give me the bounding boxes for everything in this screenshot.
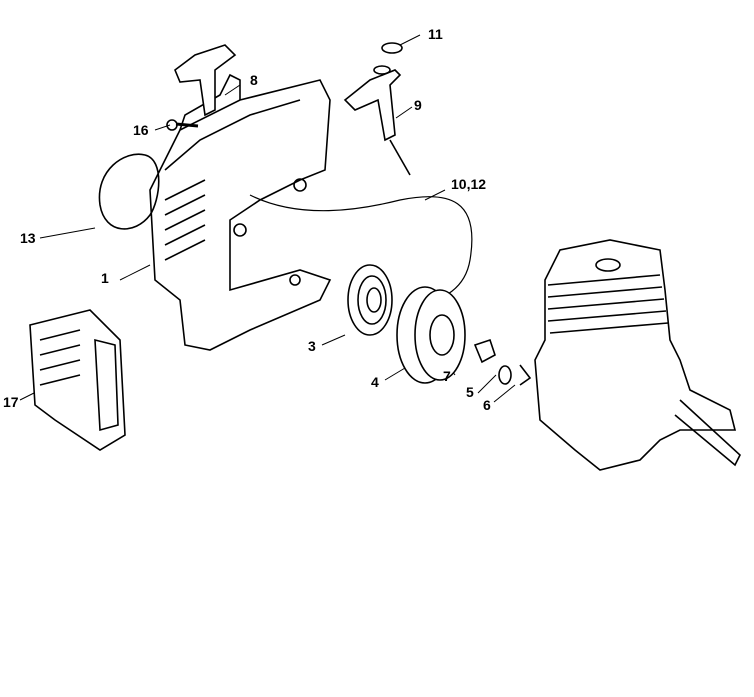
rewind-spring-part-3 xyxy=(347,264,393,336)
callout-7: 7 xyxy=(443,368,451,384)
callout-13: 13 xyxy=(20,230,36,246)
callout-16: 16 xyxy=(133,122,149,138)
callout-4: 4 xyxy=(371,374,379,390)
callout-3: 3 xyxy=(308,338,316,354)
starter-grip-part-8 xyxy=(174,44,237,117)
screw-part-16 xyxy=(166,119,199,131)
filter-cover-part-17 xyxy=(29,309,126,451)
callout-8: 8 xyxy=(250,72,258,88)
cap-part-11 xyxy=(381,42,403,54)
gasket-part-13 xyxy=(98,153,160,230)
washer-part-5 xyxy=(498,365,512,385)
starter-rope-part-10-12 xyxy=(249,194,473,301)
callout-9: 9 xyxy=(414,97,422,113)
callout-10-12: 10,12 xyxy=(451,176,487,192)
spring-clip-part-6 xyxy=(519,364,532,386)
callout-5: 5 xyxy=(466,384,474,400)
pawl-part-7 xyxy=(473,338,496,364)
callout-6: 6 xyxy=(483,397,491,413)
callout-1: 1 xyxy=(101,270,109,286)
engine-cylinder xyxy=(534,239,741,471)
fan-housing-part-1 xyxy=(149,73,332,351)
starter-grip-part-9 xyxy=(343,65,411,176)
callout-11: 11 xyxy=(428,26,443,42)
rope-rotor-part-4 xyxy=(396,286,466,384)
callout-17: 17 xyxy=(3,394,19,410)
